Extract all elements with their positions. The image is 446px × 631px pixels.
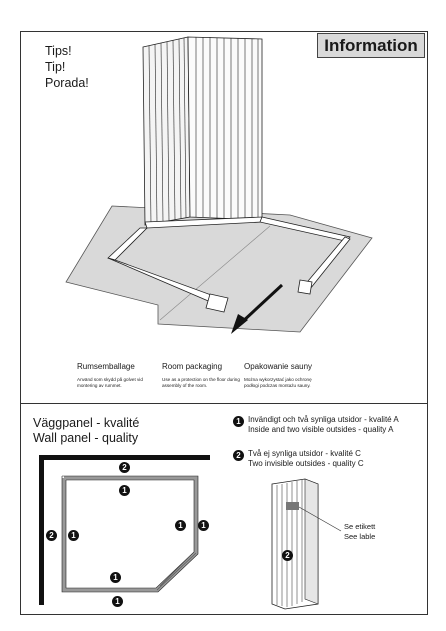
wall-panel-drawing xyxy=(271,478,342,610)
legend-quality-a: 1 Invändigt och två synliga utsidor - kv… xyxy=(233,415,433,437)
plan-badge-2-top: 2 xyxy=(119,462,130,473)
legend-line-en: Two invisible outsides - quality C xyxy=(248,459,364,468)
wall-panel-quality-heading: Väggpanel - kvalité Wall panel - quality xyxy=(33,416,139,446)
plan-badge-1-top: 1 xyxy=(119,485,130,496)
plan-badge-2-left: 2 xyxy=(46,530,57,541)
floor-frame xyxy=(107,216,351,313)
wall-panel-title-se: Väggpanel - kvalité xyxy=(33,416,140,430)
packaging-desc: Använd som skydd på golvet vid montering… xyxy=(77,377,143,388)
tips-line-se: Tips! xyxy=(45,44,72,58)
plan-badge-1-bottom-inner: 1 xyxy=(110,572,121,583)
sauna-plan-outline xyxy=(62,476,198,592)
plan-badge-1-bottom-outer: 1 xyxy=(112,596,123,607)
right-wall xyxy=(187,36,263,221)
legend-quality-c: 2 Två ej synliga utsidor - kvalité C Two… xyxy=(233,449,433,471)
packaging-caption-en: Room packaging Use as a protection on th… xyxy=(162,362,242,388)
pointer-arrowhead xyxy=(231,314,248,334)
pointer-arrow xyxy=(239,283,284,325)
badge-1-icon: 1 xyxy=(233,416,244,427)
label-note-en: See lable xyxy=(344,532,376,541)
packaging-desc: Można wykorzystać jako ochronę podłogi p… xyxy=(244,377,312,388)
tips-line-en: Tip! xyxy=(45,60,66,74)
packaging-desc: Use as a protection on the floor during … xyxy=(162,377,240,388)
legend-line-en: Inside and two visible outsides - qualit… xyxy=(248,425,394,434)
label-leader-line xyxy=(298,506,342,532)
wall-panel-lines xyxy=(148,37,259,225)
packaging-caption-se: Rumsemballage Använd som skydd på golvet… xyxy=(77,362,157,388)
plan-room-wall-left xyxy=(39,455,44,605)
packaging-caption-pl: Opakowanie sauny Można wykorzystać jako … xyxy=(244,362,324,388)
legend-line-se: Två ej synliga utsidor - kvalité C xyxy=(248,449,361,458)
label-note-se: Se etikett xyxy=(344,522,376,531)
plan-badge-1-right-outer: 1 xyxy=(198,520,209,531)
packaging-sheet xyxy=(65,205,373,333)
legend-text: Invändigt och två synliga utsidor - kval… xyxy=(248,415,399,435)
plan-room-wall-top xyxy=(39,455,210,460)
page-frame xyxy=(20,31,428,615)
label-sticker xyxy=(286,502,299,510)
label-note: Se etikett See lable xyxy=(344,522,375,542)
packaging-title: Room packaging xyxy=(162,362,223,371)
badge-2-icon: 2 xyxy=(233,450,244,461)
tips-heading: Tips! Tip! Porada! xyxy=(45,43,89,91)
section-divider xyxy=(20,403,428,404)
tips-line-pl: Porada! xyxy=(45,76,89,90)
packaging-title: Rumsemballage xyxy=(77,362,135,371)
packaging-title: Opakowanie sauny xyxy=(244,362,313,371)
plan-badge-1-left: 1 xyxy=(68,530,79,541)
information-header: Information xyxy=(317,33,425,58)
door-swing-line xyxy=(156,552,197,591)
packaging-fold-line xyxy=(159,225,271,321)
legend-text: Två ej synliga utsidor - kvalité C Two i… xyxy=(248,449,364,469)
legend-line-se: Invändigt och två synliga utsidor - kval… xyxy=(248,415,399,424)
panel-badge-2: 2 xyxy=(282,550,293,561)
wall-panel-title-en: Wall panel - quality xyxy=(33,431,139,445)
plan-badge-1-right-inner: 1 xyxy=(175,520,186,531)
